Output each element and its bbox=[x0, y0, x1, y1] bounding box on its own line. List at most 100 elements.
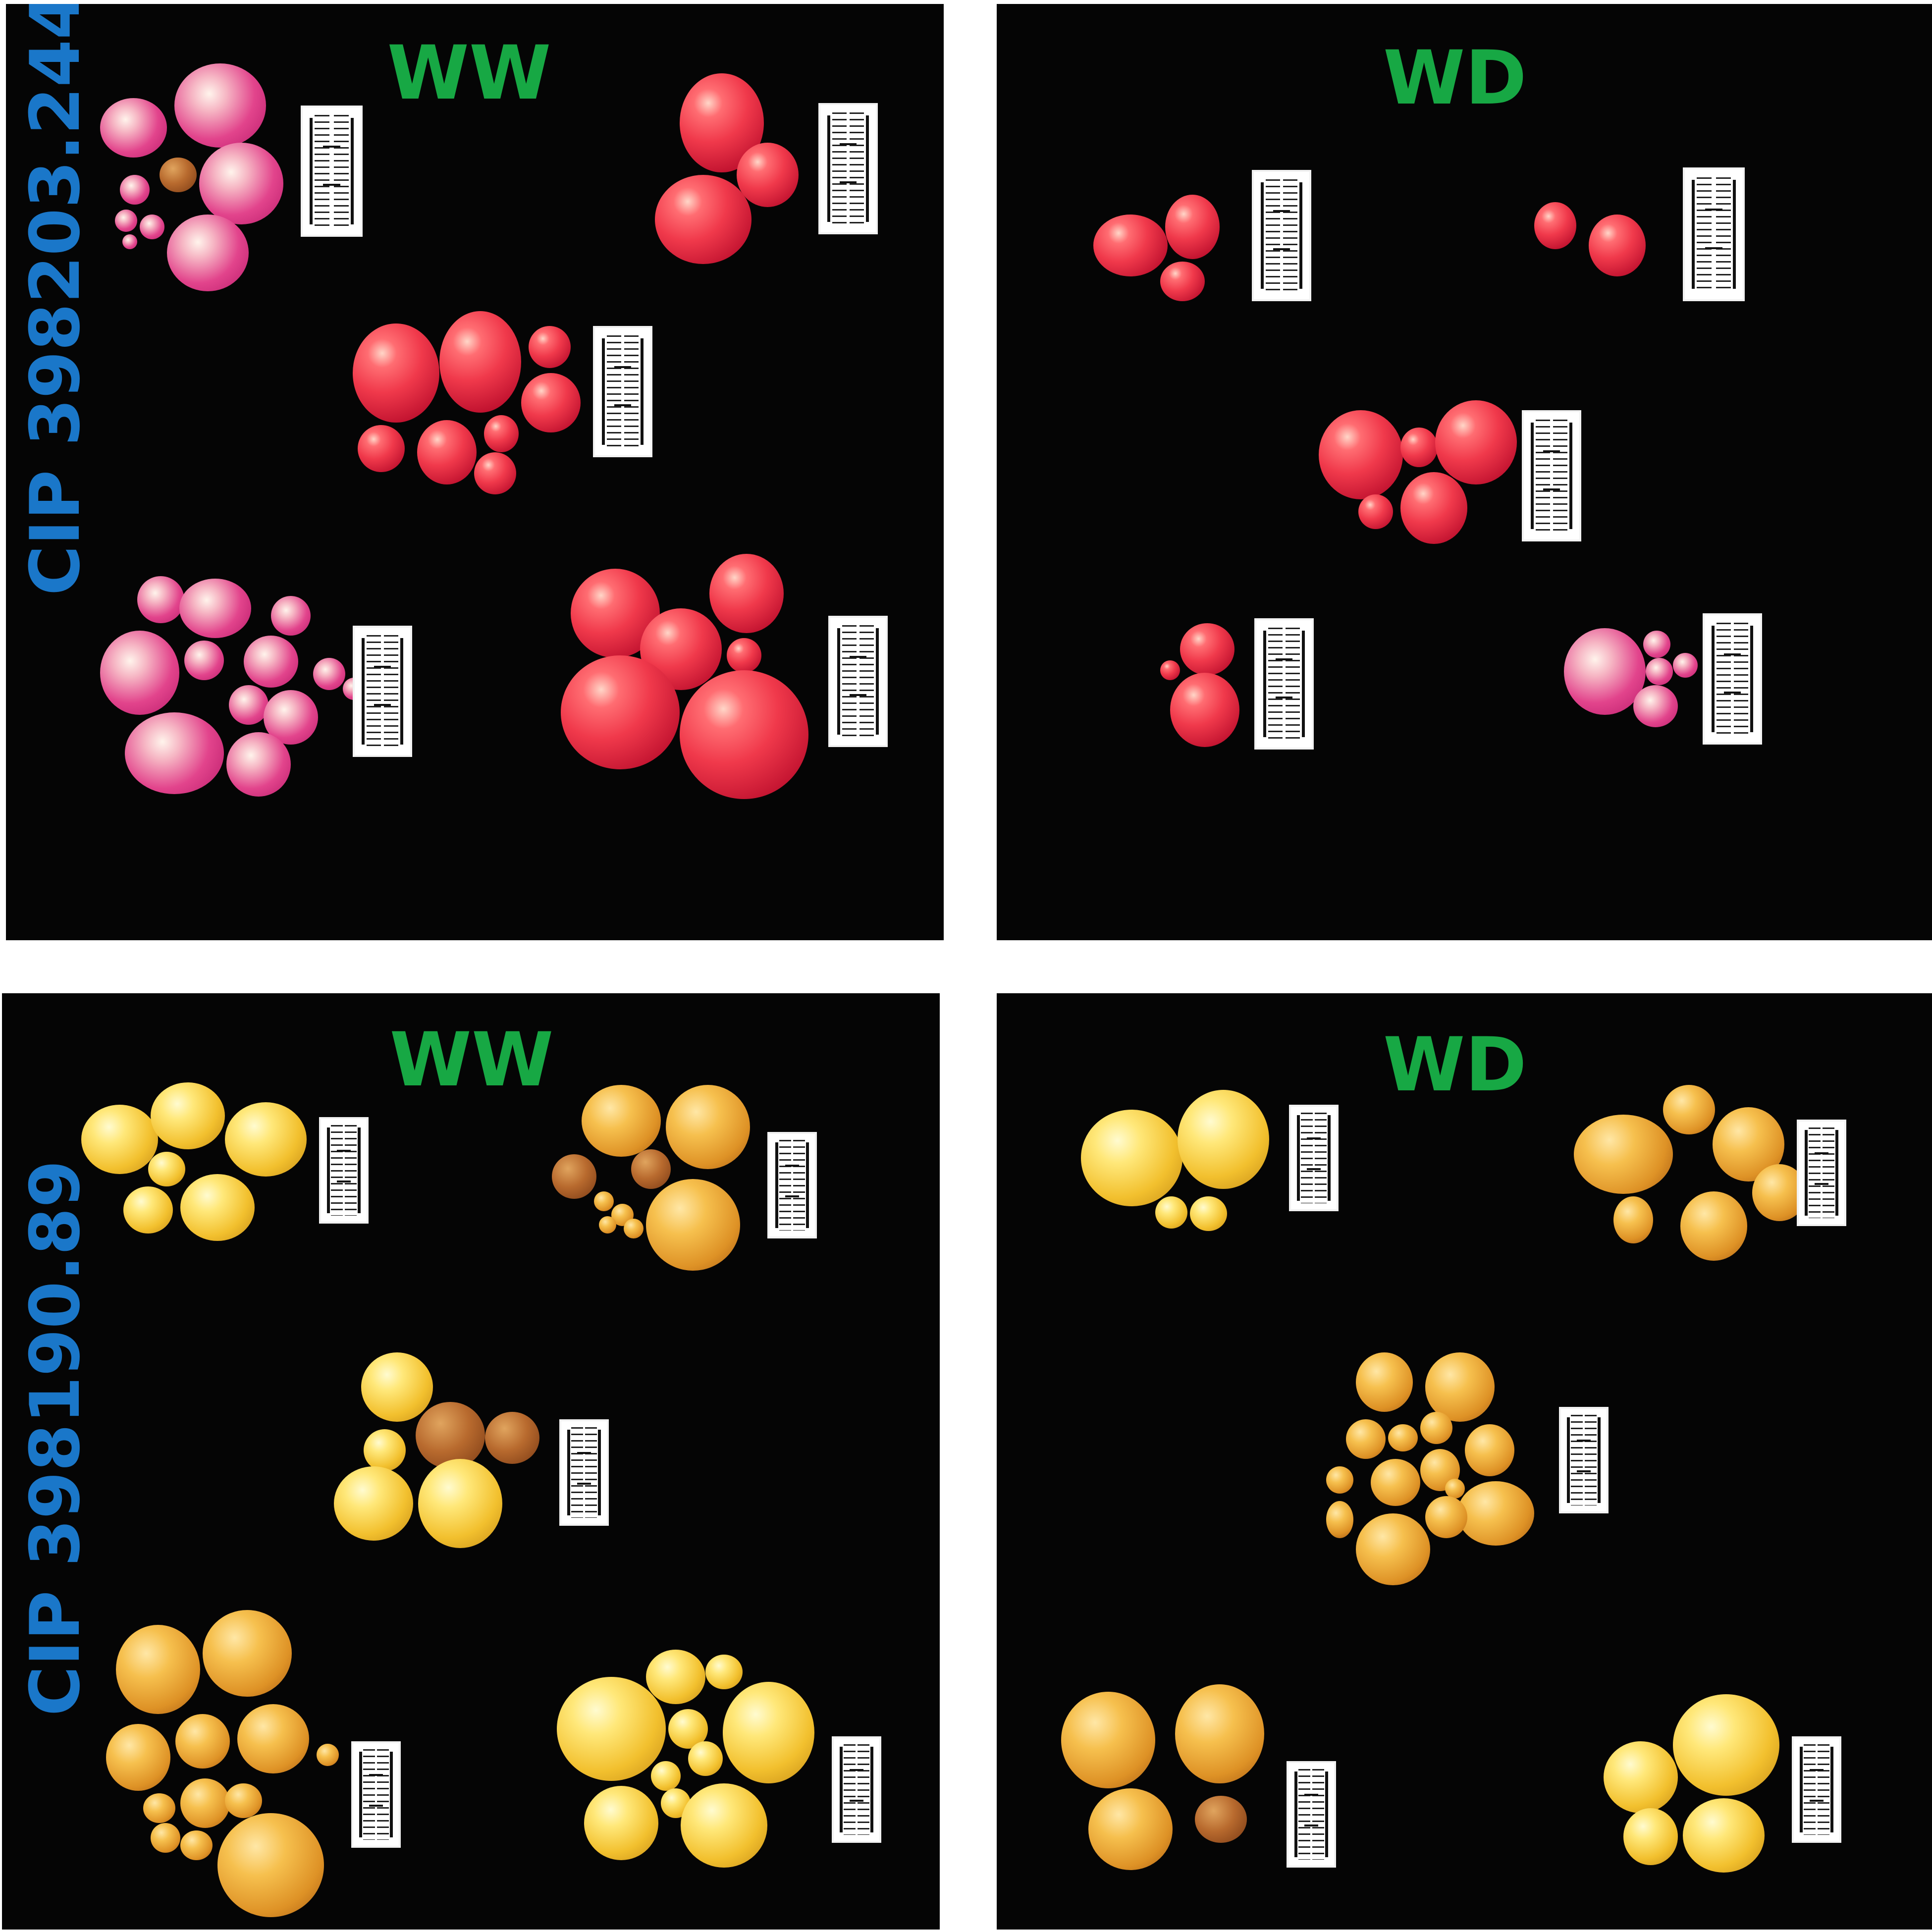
tuber bbox=[1574, 1115, 1673, 1194]
scale-bar bbox=[1792, 1736, 1841, 1843]
tuber bbox=[1604, 1741, 1678, 1813]
tuber bbox=[1673, 1694, 1779, 1796]
tuber bbox=[225, 1102, 307, 1177]
tuber bbox=[140, 215, 164, 239]
tuber brown bbox=[1613, 1196, 1653, 1243]
tuber bbox=[1388, 1424, 1418, 1451]
tuber bbox=[1081, 1110, 1182, 1206]
tuber bbox=[1534, 202, 1576, 249]
tuber bbox=[125, 712, 224, 794]
tuber bbox=[1175, 1684, 1264, 1783]
tuber bbox=[143, 1793, 175, 1823]
tuber bbox=[1633, 685, 1678, 727]
tuber bbox=[1623, 1808, 1678, 1865]
tuber bbox=[229, 685, 268, 725]
tuber bbox=[122, 234, 137, 249]
tuber bbox=[237, 1704, 309, 1773]
tuber bbox=[727, 638, 761, 673]
tuber bbox=[624, 1219, 644, 1238]
tuber bbox=[313, 658, 345, 690]
tuber bbox=[1088, 1788, 1173, 1870]
tuber bbox=[151, 1082, 225, 1149]
tuber bbox=[244, 636, 298, 688]
tuber bbox=[655, 175, 751, 264]
condition-label: WW bbox=[387, 30, 551, 116]
tuber bbox=[180, 1778, 230, 1828]
scale-bar bbox=[767, 1132, 817, 1238]
tuber bbox=[681, 1783, 767, 1868]
tuber bbox=[552, 1154, 596, 1199]
tuber bbox=[1160, 660, 1180, 680]
scale-bar bbox=[1252, 170, 1311, 301]
tuber bbox=[439, 311, 521, 413]
scale-bar bbox=[1797, 1120, 1846, 1226]
tuber bbox=[160, 158, 197, 192]
condition-label: WW bbox=[389, 1017, 554, 1103]
scale-bar bbox=[828, 616, 888, 747]
tuber bbox=[651, 1761, 681, 1791]
tuber bbox=[1326, 1466, 1353, 1494]
tuber bbox=[137, 576, 184, 623]
scale-bar bbox=[301, 106, 363, 237]
tuber bbox=[646, 1650, 705, 1704]
tuber bbox=[226, 732, 291, 797]
panel-yellow-wd: WD bbox=[997, 993, 1932, 1930]
tuber bbox=[1170, 673, 1239, 747]
scale-bar bbox=[559, 1419, 609, 1526]
tuber bbox=[521, 373, 581, 432]
tuber bbox=[353, 323, 439, 423]
tuber bbox=[1425, 1352, 1495, 1422]
tuber bbox=[148, 1152, 185, 1186]
tuber bbox=[100, 98, 167, 158]
scale-bar bbox=[593, 326, 652, 457]
tuber bbox=[1190, 1196, 1227, 1231]
tuber bbox=[364, 1429, 406, 1471]
scale-bar bbox=[351, 1741, 401, 1848]
tuber bbox=[1356, 1352, 1413, 1412]
scale-bar bbox=[1522, 410, 1581, 541]
tuber bbox=[271, 596, 311, 636]
tuber bbox=[167, 215, 249, 291]
tuber bbox=[1346, 1419, 1386, 1459]
tuber bbox=[203, 1610, 292, 1697]
scale-bar bbox=[353, 626, 412, 757]
tuber bbox=[418, 1459, 502, 1548]
tuber bbox=[184, 641, 224, 680]
tuber bbox=[1371, 1459, 1420, 1506]
condition-label: WD bbox=[1383, 35, 1527, 121]
tuber bbox=[709, 554, 784, 633]
scale-bar bbox=[1683, 167, 1745, 301]
tuber bbox=[1155, 1196, 1187, 1229]
panel-red-wd: WD bbox=[997, 4, 1932, 940]
tuber bbox=[123, 1186, 173, 1234]
tuber bbox=[599, 1216, 616, 1234]
scale-bar bbox=[818, 103, 878, 234]
tuber bbox=[1589, 215, 1646, 276]
tuber bbox=[179, 579, 251, 638]
tuber bbox=[1356, 1513, 1430, 1585]
tuber bbox=[474, 452, 516, 494]
scale-bar bbox=[1289, 1105, 1339, 1211]
scale-bar bbox=[1703, 613, 1762, 745]
tuber bbox=[1195, 1796, 1247, 1843]
tuber bbox=[116, 1625, 200, 1714]
scale-bar bbox=[832, 1736, 881, 1843]
tuber bbox=[1093, 215, 1168, 276]
tuber bbox=[1663, 1085, 1715, 1134]
scale-bar bbox=[1287, 1761, 1336, 1868]
panel-red-ww: CIP 398203.244 WW bbox=[6, 4, 944, 940]
tuber bbox=[1400, 428, 1438, 467]
tuber bbox=[584, 1786, 658, 1860]
tuber bbox=[1400, 472, 1467, 544]
tuber bbox=[100, 631, 179, 715]
tuber bbox=[666, 1085, 750, 1169]
tuber bbox=[723, 1682, 814, 1783]
tuber bbox=[1425, 1496, 1467, 1538]
tuber bbox=[582, 1085, 661, 1157]
tuber bbox=[180, 1174, 255, 1241]
tuber bbox=[1178, 1090, 1269, 1189]
tuber bbox=[81, 1105, 158, 1174]
tuber bbox=[561, 655, 680, 769]
tuber bbox=[1326, 1501, 1353, 1538]
